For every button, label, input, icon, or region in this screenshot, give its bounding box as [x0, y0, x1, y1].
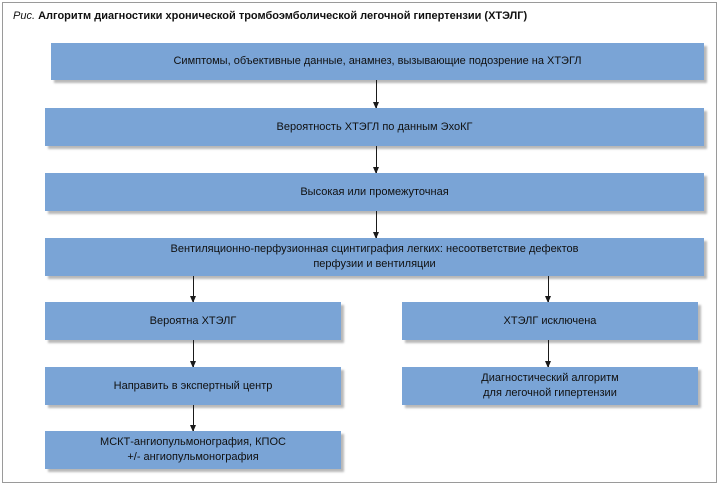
caption-prefix: Рис. — [13, 10, 36, 22]
box-high-probability: Высокая или промежуточная — [45, 173, 704, 211]
box-ph-diagnostic-algorithm: Диагностический алгоритм для легочной ги… — [402, 367, 698, 405]
box-refer-expert-center-label: Направить в экспертный центр — [113, 379, 273, 392]
box-echo: Вероятность ХТЭГЛ по данным ЭхоКГ — [45, 108, 704, 146]
box-echo-label: Вероятность ХТЭГЛ по данным ЭхоКГ — [276, 120, 473, 133]
box-symptoms: Симптомы, объективные данные, анамнез, в… — [51, 43, 704, 80]
arrow-symptoms-to-echo — [373, 80, 379, 109]
figure-caption: Рис. Алгоритм диагностики хронической тр… — [13, 10, 527, 22]
box-cteph-excluded: ХТЭЛГ исключена — [402, 302, 698, 340]
box-high-probability-label: Высокая или промежуточная — [300, 185, 449, 198]
box-likely-cteph-label: Вероятна ХТЭЛГ — [149, 314, 237, 327]
arrow-likely-to-refer — [190, 340, 196, 368]
arrow-echo-to-high — [373, 146, 379, 174]
arrow-refer-to-msct — [190, 405, 196, 432]
box-refer-expert-center: Направить в экспертный центр — [45, 367, 341, 405]
box-cteph-excluded-label: ХТЭЛГ исключена — [503, 314, 597, 327]
box-vq-scintigraphy-label: Вентиляционно-перфузионная сцинтиграфия … — [170, 243, 579, 270]
arrow-vq-to-likely — [190, 276, 196, 303]
box-likely-cteph: Вероятна ХТЭЛГ — [45, 302, 341, 340]
arrow-high-to-vq — [373, 211, 379, 239]
arrow-excluded-to-algorithm — [545, 340, 551, 368]
arrow-vq-to-excluded — [545, 276, 551, 303]
box-msct-angiography-label: МСКТ-ангиопульмонография, КПОС +/- ангио… — [100, 436, 286, 463]
box-symptoms-label: Симптомы, объективные данные, анамнез, в… — [173, 55, 582, 67]
box-msct-angiography: МСКТ-ангиопульмонография, КПОС +/- ангио… — [45, 431, 341, 469]
caption-title: Алгоритм диагностики хронической тромбоэ… — [38, 10, 528, 22]
box-vq-scintigraphy: Вентиляционно-перфузионная сцинтиграфия … — [45, 238, 704, 276]
box-ph-diagnostic-algorithm-label: Диагностический алгоритм для легочной ги… — [481, 372, 619, 399]
